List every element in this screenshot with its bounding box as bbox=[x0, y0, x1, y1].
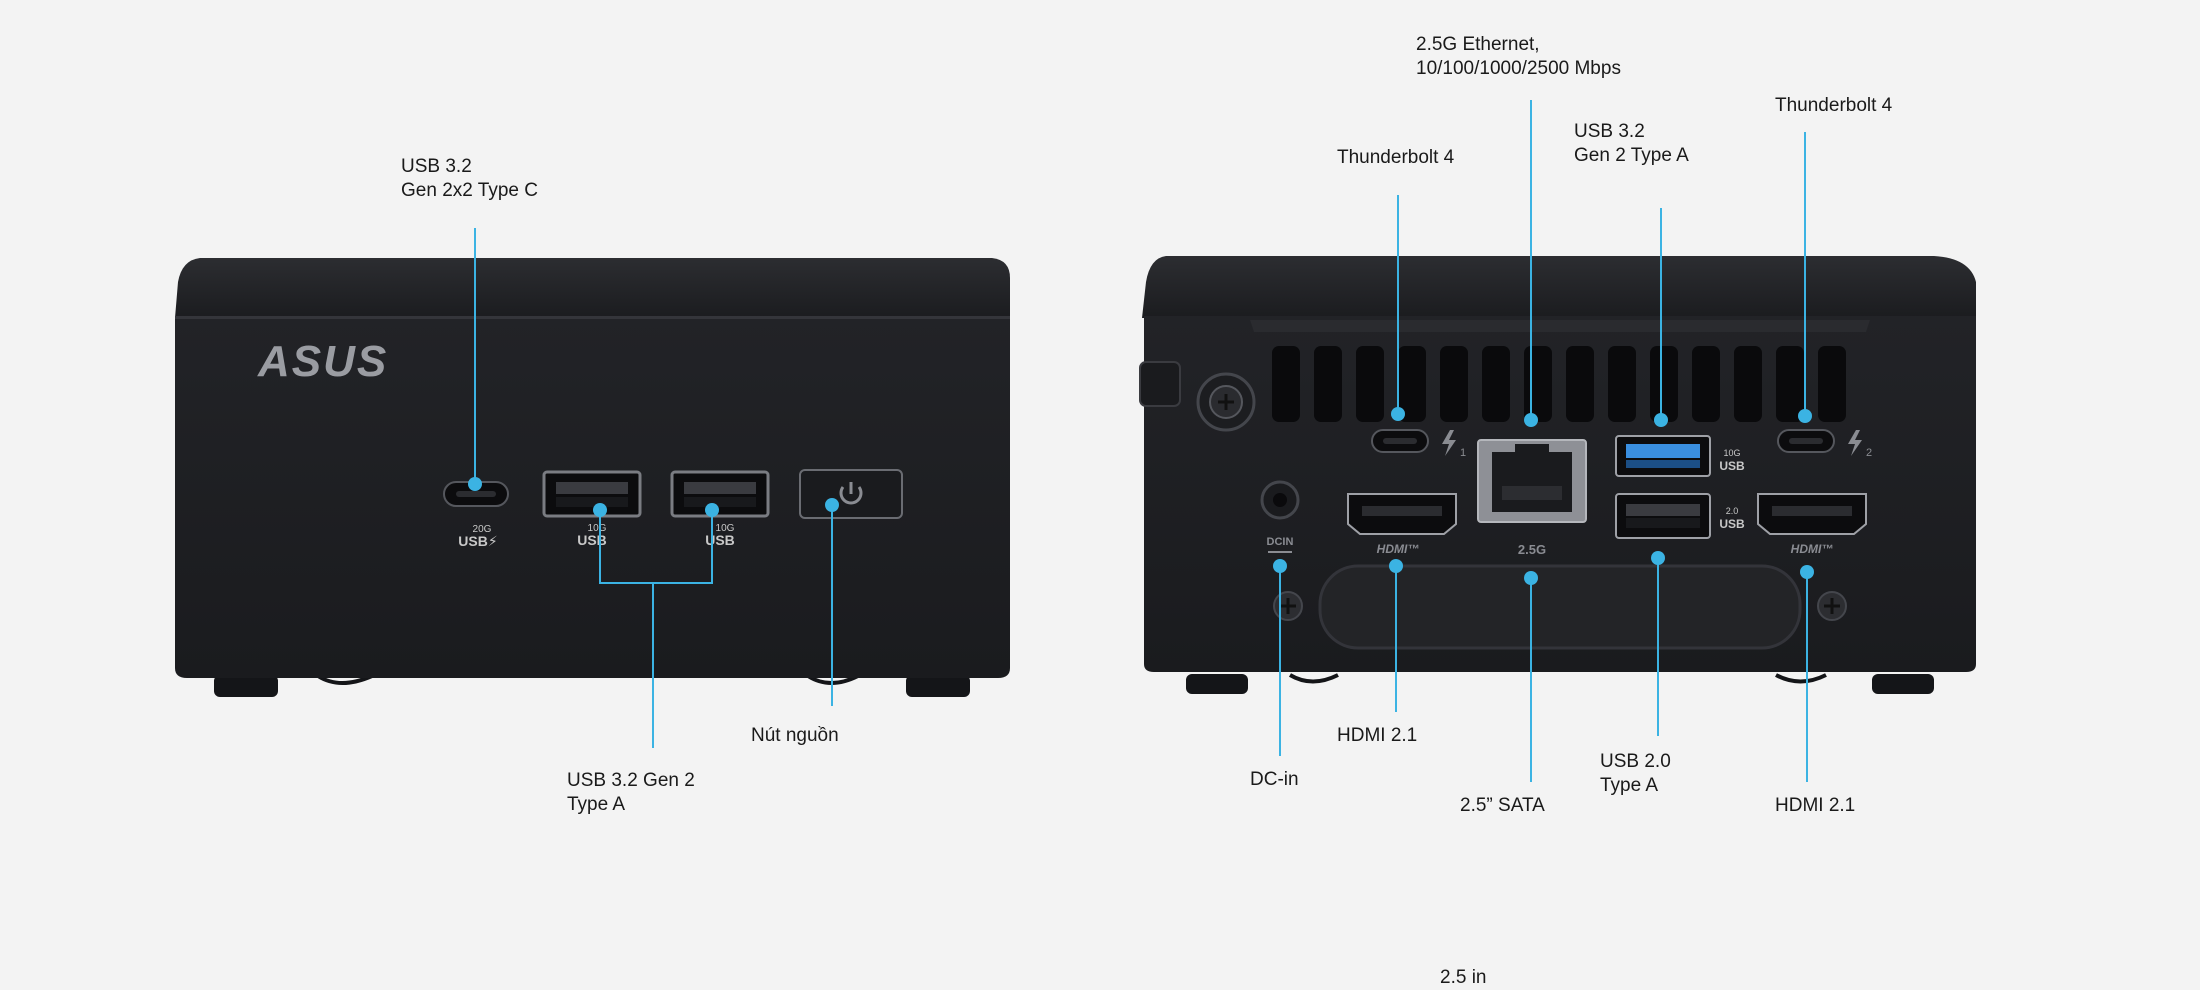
callout-dot bbox=[1800, 565, 1814, 579]
label-power-button: Nút nguồn bbox=[751, 725, 839, 746]
callout-dot bbox=[593, 503, 607, 517]
lan-port-icon bbox=[1477, 439, 1587, 523]
usb-a1-name-mark: USB bbox=[577, 532, 607, 548]
label-hdmi-left: HDMI 2.1 bbox=[1337, 725, 1418, 746]
callout-line-usb-a bbox=[599, 510, 713, 748]
usb-c-speed-mark: 20G bbox=[473, 524, 492, 535]
usb32-speed-mark: 10G bbox=[1723, 448, 1740, 458]
label-thunderbolt-left: Thunderbolt 4 bbox=[1337, 147, 1455, 168]
vent-slot bbox=[1818, 346, 1846, 422]
lock-knob bbox=[1139, 361, 1256, 432]
label-ethernet: 2.5G Ethernet, 10/100/1000/2500 Mbps bbox=[1416, 34, 1621, 79]
thunderbolt-icon bbox=[1442, 430, 1456, 456]
callout-dot bbox=[1524, 571, 1538, 585]
label-thunderbolt-right: Thunderbolt 4 bbox=[1775, 95, 1893, 116]
label-usb32-type-a: USB 3.2 Gen 2 Type A bbox=[1574, 121, 1689, 166]
label-usb-a: USB 3.2 Gen 2 Type A bbox=[567, 770, 695, 815]
callout-dot bbox=[825, 498, 839, 512]
lan-speed-mark: 2.5G bbox=[1518, 542, 1546, 557]
callout-dot bbox=[705, 503, 719, 517]
usb32-name-mark: USB bbox=[1719, 459, 1745, 473]
callout-dot bbox=[1798, 409, 1812, 423]
sata-cover bbox=[1318, 564, 1802, 650]
power-icon bbox=[839, 482, 863, 505]
vent-slot bbox=[1608, 346, 1636, 422]
callout-dot bbox=[1654, 413, 1668, 427]
thunderbolt-right-number: 2 bbox=[1866, 447, 1872, 459]
front-foot bbox=[214, 675, 278, 697]
label-usb20-type-a: USB 2.0 Type A bbox=[1600, 751, 1671, 796]
callout-dot bbox=[1389, 559, 1403, 573]
vent-slot bbox=[1398, 346, 1426, 422]
usb-a2-speed-mark: 10G bbox=[716, 523, 735, 534]
front-top-panel bbox=[175, 258, 1010, 318]
thunderbolt-icon bbox=[1848, 430, 1862, 456]
front-device: ASUS 20G USB⚡ 10G USB 10G USB bbox=[175, 258, 1010, 697]
callout-dot bbox=[1273, 559, 1287, 573]
vent-slot bbox=[1692, 346, 1720, 422]
callout-dot bbox=[1524, 413, 1538, 427]
vent-slot bbox=[1482, 346, 1510, 422]
asus-logo: ASUS bbox=[257, 337, 388, 386]
vent-slot bbox=[1524, 346, 1552, 422]
cropped-caption: 2.5 in bbox=[1440, 967, 1487, 988]
usb-a1-speed-mark: 10G bbox=[588, 523, 607, 534]
rear-device: 1 2 2.5G 10G USB 2.0 bbox=[1139, 256, 1976, 694]
vent-slot bbox=[1566, 346, 1594, 422]
dcin-mark: DCIN bbox=[1267, 536, 1294, 548]
usb-c-name-mark: USB⚡ bbox=[458, 533, 497, 549]
vent-slot bbox=[1314, 346, 1342, 422]
callout-dots bbox=[468, 407, 1814, 585]
usb20-name-mark: USB bbox=[1719, 517, 1745, 531]
vent-slot bbox=[1776, 346, 1804, 422]
label-usb-c: USB 3.2 Gen 2x2 Type C bbox=[401, 156, 538, 201]
hdmi-left-mark: HDMI™ bbox=[1377, 542, 1420, 556]
label-dc-in: DC-in bbox=[1250, 769, 1299, 790]
vent-slot bbox=[1272, 346, 1300, 422]
label-sata: 2.5” SATA bbox=[1460, 795, 1545, 816]
screw-icon bbox=[1817, 591, 1847, 621]
vent-slot bbox=[1734, 346, 1762, 422]
rear-foot bbox=[1872, 674, 1934, 694]
rear-top-panel bbox=[1142, 256, 1976, 318]
callout-dot bbox=[468, 477, 482, 491]
label-hdmi-right: HDMI 2.1 bbox=[1775, 795, 1856, 816]
callout-dot bbox=[1391, 407, 1405, 421]
vent-slot bbox=[1440, 346, 1468, 422]
hdmi-right-mark: HDMI™ bbox=[1791, 542, 1834, 556]
usb20-speed-mark: 2.0 bbox=[1726, 506, 1739, 516]
thunderbolt-left-number: 1 bbox=[1460, 447, 1466, 459]
callout-dot bbox=[1651, 551, 1665, 565]
usb-a2-name-mark: USB bbox=[705, 532, 735, 548]
callout-lines bbox=[474, 100, 1808, 782]
vent-slot bbox=[1650, 346, 1678, 422]
screw-icon bbox=[1273, 591, 1303, 621]
front-foot bbox=[906, 675, 970, 697]
vent-slot bbox=[1356, 346, 1384, 422]
rear-foot bbox=[1186, 674, 1248, 694]
